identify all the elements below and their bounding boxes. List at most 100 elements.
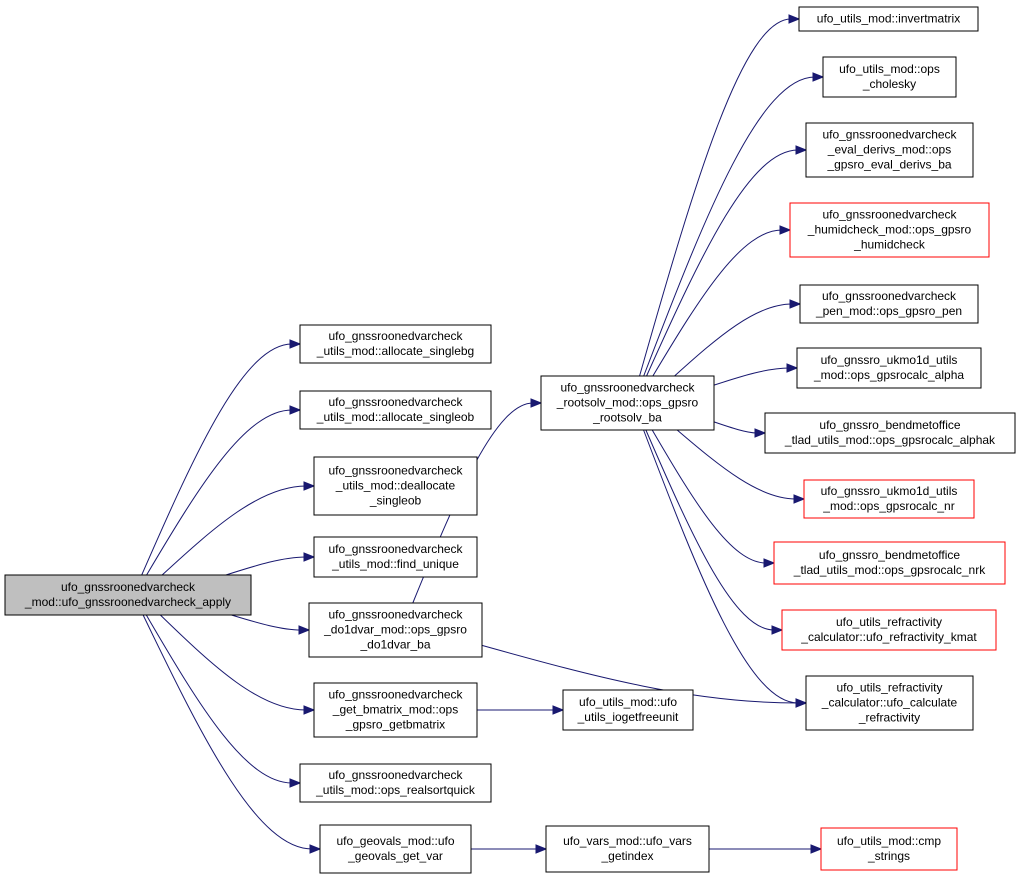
node-box xyxy=(822,56,957,98)
node-deallocate_singleob[interactable]: ufo_gnssroonedvarcheck_utils_mod::deallo… xyxy=(313,456,478,516)
arrowhead-allocate_singlebg xyxy=(289,339,302,349)
node-label-line: _utils_mod::find_unique xyxy=(331,557,459,571)
node-label-line: _utils_mod::allocate_singlebg xyxy=(316,344,474,358)
node-label-line: ufo_vars_mod::ufo_vars xyxy=(563,834,692,848)
node-realsortquick[interactable]: ufo_gnssroonedvarcheck_utils_mod::ops_re… xyxy=(299,763,492,803)
node-label-line: ufo_gnssro_ukmo1d_utils xyxy=(821,353,958,367)
node-box xyxy=(820,827,958,871)
node-iogetfreeunit[interactable]: ufo_utils_mod::ufo_utils_iogetfreeunit xyxy=(562,689,694,731)
node-getbmatrix[interactable]: ufo_gnssroonedvarcheck_get_bmatrix_mod::… xyxy=(313,682,478,738)
arrowhead-pen xyxy=(789,299,802,309)
node-label-line: _mod::ufo_gnssroonedvarcheck_apply xyxy=(24,595,231,609)
edge-rootsolv-to-pen xyxy=(674,303,793,377)
node-pen[interactable]: ufo_gnssroonedvarcheck_pen_mod::ops_gpsr… xyxy=(799,284,979,324)
node-apply: ufo_gnssroonedvarcheck_mod::ufo_gnssroon… xyxy=(4,574,252,616)
arrowhead-realsortquick xyxy=(289,778,302,788)
node-refractivity_kmat[interactable]: ufo_utils_refractivity_calculator::ufo_r… xyxy=(781,609,997,651)
edge-rootsolv-to-invertmatrix xyxy=(639,18,792,377)
node-nrk[interactable]: ufo_gnssro_bendmetoffice_tlad_utils_mod:… xyxy=(773,541,1006,585)
node-box xyxy=(545,825,710,873)
edge-apply-to-allocate_singleob xyxy=(146,409,293,576)
edge-rootsolv-to-nr xyxy=(676,429,797,500)
edge-rootsolv-to-nrk xyxy=(651,429,767,564)
node-label-line: _tlad_utils_mod::ops_gpsrocalc_nrk xyxy=(793,563,986,577)
node-label-line: ufo_utils_mod::ops xyxy=(839,62,940,76)
node-box xyxy=(299,324,492,364)
node-label-line: _humidcheck_mod::ops_gpsro xyxy=(807,223,972,237)
node-cmp_strings[interactable]: ufo_utils_mod::cmp_strings xyxy=(820,827,958,871)
node-geovals_get_var[interactable]: ufo_geovals_mod::ufo_geovals_get_var xyxy=(319,824,472,874)
node-label-line: _eval_derivs_mod::ops xyxy=(827,143,951,157)
node-label-line: _geovals_get_var xyxy=(347,849,443,863)
node-box xyxy=(805,675,974,731)
node-alpha[interactable]: ufo_gnssro_ukmo1d_utils_mod::ops_gpsroca… xyxy=(796,347,982,389)
edge-rootsolv-to-humidcheck xyxy=(652,229,783,377)
arrowhead-alpha xyxy=(786,363,799,373)
arrowhead-alphak xyxy=(754,428,767,438)
node-box xyxy=(764,412,1016,454)
edge-apply-to-allocate_singlebg xyxy=(141,343,293,576)
node-label-line: _mod::ops_gpsrocalc_alpha xyxy=(813,368,964,382)
node-label-line: _utils_mod::allocate_singleob xyxy=(316,410,475,424)
node-find_unique[interactable]: ufo_gnssroonedvarcheck_utils_mod::find_u… xyxy=(313,536,478,578)
node-label-line: ufo_gnssroonedvarcheck xyxy=(328,395,463,409)
node-label-line: _cholesky xyxy=(862,77,916,91)
node-allocate_singleob[interactable]: ufo_gnssroonedvarcheck_utils_mod::alloca… xyxy=(299,390,492,430)
node-label-line: _gpsro_getbmatrix xyxy=(345,718,445,732)
arrowhead-cmp_strings xyxy=(810,844,823,854)
edge-rootsolv-to-cholesky xyxy=(643,76,816,377)
node-label-line: ufo_utils_mod::ufo xyxy=(579,695,677,709)
node-label-line: _do1dvar_ba xyxy=(359,638,430,652)
node-label-line: _utils_iogetfreeunit xyxy=(577,710,679,724)
node-box xyxy=(540,375,715,431)
node-label-line: _get_bmatrix_mod::ops xyxy=(332,703,458,717)
node-box xyxy=(319,824,472,874)
arrowhead-iogetfreeunit xyxy=(552,705,565,715)
node-label-line: ufo_gnssroonedvarcheck xyxy=(560,381,695,395)
node-calculate_refractivity[interactable]: ufo_utils_refractivity_calculator::ufo_c… xyxy=(805,675,974,731)
node-box xyxy=(796,347,982,389)
node-rootsolv[interactable]: ufo_gnssroonedvarcheck_rootsolv_mod::ops… xyxy=(540,375,715,431)
node-alphak[interactable]: ufo_gnssro_bendmetoffice_tlad_utils_mod:… xyxy=(764,412,1016,454)
arrowhead-calculate_refractivity xyxy=(795,698,808,708)
edge-do1dvar-to-calculate_refractivity xyxy=(481,644,799,704)
node-label-line: _mod::ops_gpsrocalc_nr xyxy=(822,499,954,513)
node-do1dvar[interactable]: ufo_gnssroonedvarcheck_do1dvar_mod::ops_… xyxy=(308,602,483,658)
node-label-line: _calculator::ufo_calculate xyxy=(821,696,958,710)
node-label-line: ufo_gnssro_bendmetoffice xyxy=(819,548,961,562)
node-label-line: ufo_gnssroonedvarcheck xyxy=(328,688,463,702)
node-label-line: ufo_gnssroonedvarcheck xyxy=(822,128,957,142)
node-vars_getindex[interactable]: ufo_vars_mod::ufo_vars_getindex xyxy=(545,825,710,873)
node-box xyxy=(299,763,492,803)
arrowhead-humidcheck xyxy=(779,225,792,235)
node-label-line: ufo_gnssro_bendmetoffice xyxy=(819,418,961,432)
edge-apply-to-deallocate_singleob xyxy=(161,485,307,576)
node-label-line: ufo_gnssroonedvarcheck xyxy=(822,208,957,222)
node-label-line: _strings xyxy=(867,849,910,863)
nodes-layer: ufo_gnssroonedvarcheck_mod::ufo_gnssroon… xyxy=(4,6,1016,874)
node-box xyxy=(308,602,483,658)
edges-layer xyxy=(141,14,825,854)
node-nr[interactable]: ufo_gnssro_ukmo1d_utils_mod::ops_gpsroca… xyxy=(803,479,975,519)
node-eval_derivs[interactable]: ufo_gnssroonedvarcheck_eval_derivs_mod::… xyxy=(805,122,974,178)
node-label-line: ufo_gnssroonedvarcheck xyxy=(328,464,463,478)
node-allocate_singlebg[interactable]: ufo_gnssroonedvarcheck_utils_mod::alloca… xyxy=(299,324,492,364)
edge-rootsolv-to-refractivity_kmat xyxy=(645,429,775,631)
node-label-line: _utils_mod::ops_realsortquick xyxy=(315,783,476,797)
arrowhead-invertmatrix xyxy=(788,14,801,24)
node-label-line: _utils_mod::deallocate xyxy=(335,479,456,493)
node-cholesky[interactable]: ufo_utils_mod::ops_cholesky xyxy=(822,56,957,98)
node-label-line: ufo_utils_refractivity xyxy=(836,681,942,695)
node-box xyxy=(313,682,478,738)
node-invertmatrix[interactable]: ufo_utils_mod::invertmatrix xyxy=(798,6,979,32)
edge-apply-to-geovals_get_var xyxy=(142,614,313,850)
node-box xyxy=(798,6,979,32)
node-box xyxy=(781,609,997,651)
node-label-line: _getindex xyxy=(600,849,653,863)
node-label-line: _tlad_utils_mod::ops_gpsrocalc_alphak xyxy=(784,433,996,447)
node-label-line: _singleob xyxy=(369,494,422,508)
node-label-line: ufo_gnssroonedvarcheck xyxy=(822,289,957,303)
arrowhead-deallocate_singleob xyxy=(303,481,316,491)
node-humidcheck[interactable]: ufo_gnssroonedvarcheck_humidcheck_mod::o… xyxy=(789,202,990,258)
arrowhead-do1dvar xyxy=(298,625,311,635)
